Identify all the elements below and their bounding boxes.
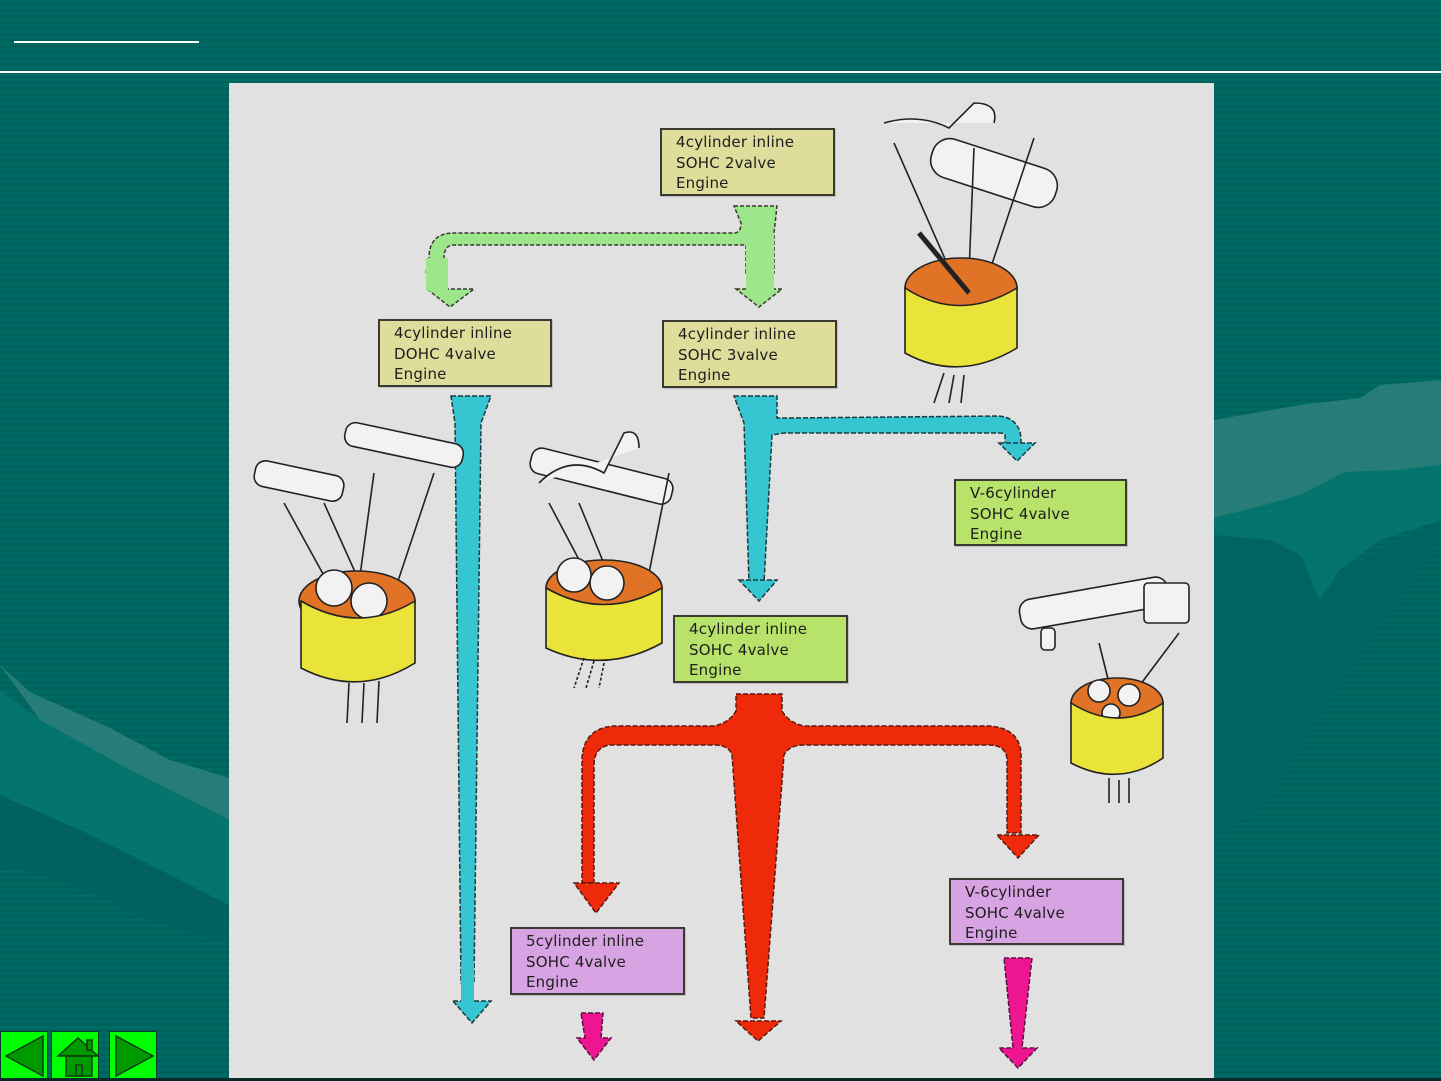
node-4cyl-inline-dohc-4valve: 4cylinder inline DOHC 4valve Engine (378, 319, 552, 387)
node-line: 4cylinder inline (676, 133, 795, 151)
node-line: Engine (394, 365, 447, 383)
right-swoosh-dark (1214, 520, 1441, 840)
left-swoosh-dark (0, 795, 229, 945)
header-divider (0, 71, 1441, 73)
node-4cyl-inline-sohc-4valve: 4cylinder inline SOHC 4valve Engine (673, 615, 848, 683)
diagram-panel: 4cylinder inline SOHC 2valve Engine 4cyl… (229, 83, 1214, 1078)
red-arrow-trunk (581, 693, 1022, 1019)
red-arrows (572, 693, 1041, 1043)
node-line: 4cylinder inline (689, 620, 808, 638)
cyan-arrowhead-right (997, 442, 1037, 463)
node-4cyl-inline-sohc-3valve: 4cylinder inline SOHC 3valve Engine (662, 320, 837, 388)
node-line: V-6cylinder (965, 883, 1052, 901)
flow-arrows (424, 205, 1041, 1070)
cyan-arrow-long (450, 395, 493, 984)
home-button[interactable] (51, 1031, 100, 1079)
node-line: SOHC 4valve (526, 952, 626, 971)
node-line: Engine (965, 924, 1018, 942)
right-swoosh-mid (1214, 465, 1441, 600)
node-line: SOHC 4valve (970, 504, 1070, 523)
home-icon (56, 1036, 100, 1077)
right-swoosh-light (1214, 380, 1441, 518)
node-line: DOHC 4valve (394, 344, 496, 363)
node-v6-sohc-4valve-green: V-6cylinder SOHC 4valve Engine (954, 479, 1127, 546)
green-arrowhead-left (424, 288, 477, 308)
red-arrowhead-left (572, 882, 621, 915)
node-line: Engine (970, 525, 1023, 543)
triangle-right-icon (115, 1034, 155, 1078)
green-arrow-split (424, 205, 785, 308)
node-line: 5cylinder inline (526, 932, 645, 950)
node-v6-sohc-4valve-purple: V-6cylinder SOHC 4valve Engine (949, 878, 1124, 945)
node-line: V-6cylinder (970, 484, 1057, 502)
v6-sohc-4valve-engine-illustration (1018, 576, 1190, 803)
engine-illustrations (253, 102, 1190, 803)
magenta-arrow-right (997, 957, 1039, 1070)
node-line: Engine (678, 366, 731, 384)
red-arrowhead-right (995, 834, 1041, 860)
left-swoosh-mid (0, 690, 229, 905)
cyan-arrows (450, 395, 1037, 1025)
magenta-arrows (575, 957, 1039, 1070)
sohc-2valve-engine-illustration (883, 102, 1059, 404)
left-swoosh-light (0, 665, 229, 820)
node-line: 4cylinder inline (394, 324, 513, 342)
green-arrowhead-right (733, 288, 785, 308)
next-slide-button[interactable] (109, 1031, 157, 1079)
node-5cyl-inline-sohc-4valve: 5cylinder inline SOHC 4valve Engine (510, 927, 685, 995)
prev-slide-button[interactable] (0, 1031, 48, 1079)
triangle-left-icon (4, 1034, 44, 1078)
sohc-3valve-engine-illustration (529, 431, 674, 689)
cyan-arrow-branch (732, 395, 1022, 584)
node-line: SOHC 4valve (965, 903, 1065, 922)
node-line: Engine (689, 661, 742, 679)
cyan-arrowhead-down (737, 579, 779, 603)
node-line: Engine (676, 174, 729, 192)
dohc-4valve-engine-illustration (253, 421, 465, 724)
node-line: Engine (526, 973, 579, 991)
node-line: SOHC 4valve (689, 640, 789, 659)
node-line: 4cylinder inline (678, 325, 797, 343)
bottom-edge (0, 1078, 1441, 1081)
node-line: SOHC 2valve (676, 153, 776, 172)
node-line: SOHC 3valve (678, 345, 778, 364)
node-4cyl-inline-sohc-2valve: 4cylinder inline SOHC 2valve Engine (660, 128, 835, 196)
red-arrowhead-center (734, 1020, 784, 1043)
title-underline (14, 41, 199, 43)
magenta-arrow-left (575, 1012, 613, 1062)
